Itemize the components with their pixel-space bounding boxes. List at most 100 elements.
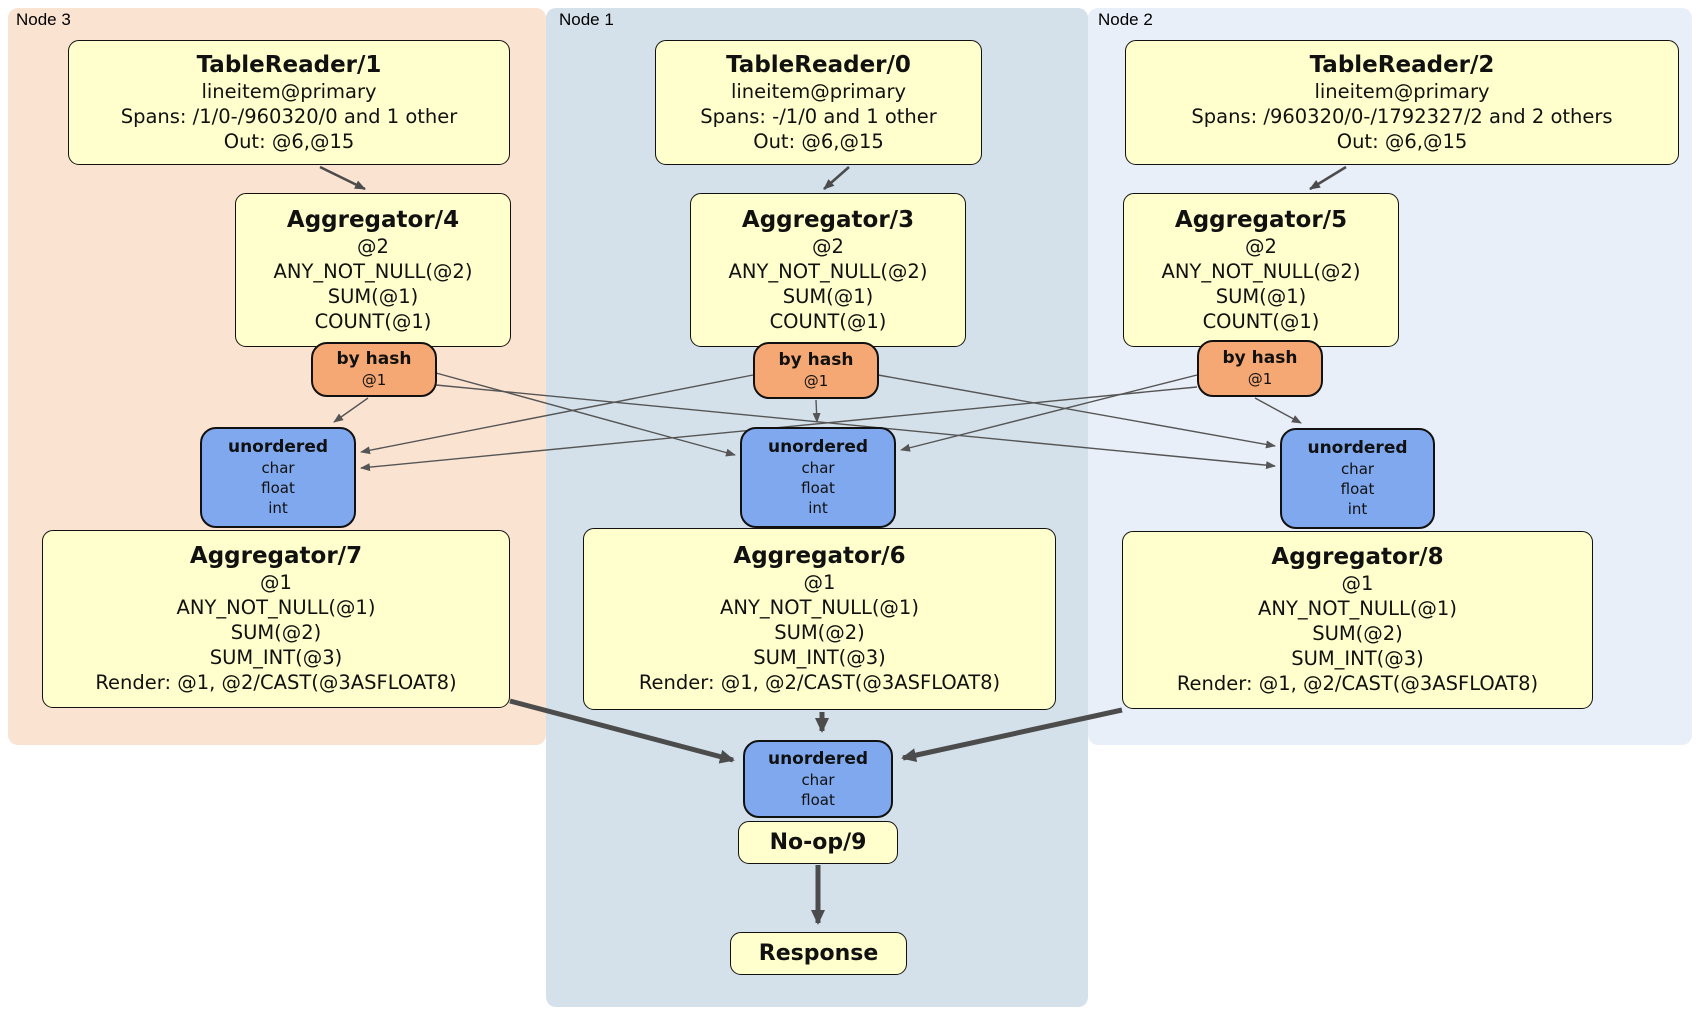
sync-line: int: [268, 499, 288, 517]
sync-title: unordered: [767, 748, 869, 769]
box-line: SUM(@2): [230, 621, 322, 644]
tablereader-1-box: TableReader/1 lineitem@primary Spans: /1…: [68, 40, 510, 165]
box-title: Aggregator/3: [741, 206, 915, 233]
aggregator-5-box: Aggregator/5 @2 ANY_NOT_NULL(@2) SUM(@1)…: [1123, 193, 1399, 347]
noop-9-box: No-op/9: [738, 821, 898, 864]
box-title: Aggregator/8: [1271, 544, 1444, 570]
box-line: @2: [357, 234, 389, 258]
box-title: Aggregator/7: [189, 543, 363, 569]
box-line: ANY_NOT_NULL(@2): [728, 259, 928, 283]
sync-line: char: [1340, 460, 1375, 478]
sync-line: int: [1347, 500, 1368, 518]
box-line: @1: [1341, 572, 1374, 595]
edge-bh2-u2: [1254, 397, 1302, 424]
sync-line: float: [801, 479, 835, 497]
sync-line: float: [261, 479, 295, 497]
unordered-sync-final: unordered char float: [743, 740, 893, 818]
box-line: SUM(@1): [327, 284, 419, 308]
router-line: @1: [803, 372, 829, 390]
sync-line: float: [1340, 480, 1375, 498]
router-line: @1: [361, 371, 387, 389]
box-line: @2: [812, 234, 844, 258]
box-line: lineitem@primary: [201, 79, 377, 103]
edge-tr1-agg4: [319, 165, 366, 191]
box-title: No-op/9: [769, 829, 867, 855]
box-line: Out: @6,@15: [753, 129, 884, 153]
box-title: Response: [758, 940, 879, 966]
tablereader-0-box: TableReader/0 lineitem@primary Spans: -/…: [655, 40, 982, 165]
box-line: SUM(@2): [774, 621, 865, 644]
box-line: ANY_NOT_NULL(@1): [176, 596, 376, 619]
box-line: SUM_INT(@3): [753, 646, 886, 669]
router-title: by hash: [778, 350, 854, 370]
node1-label: Node 1: [559, 10, 614, 29]
box-line: lineitem@primary: [730, 79, 907, 103]
edge-agg7-ufinal: [509, 698, 735, 764]
unordered-sync-node2: unordered char float int: [1280, 428, 1435, 529]
box-line: ANY_NOT_NULL(@2): [1161, 259, 1361, 283]
sync-line: int: [808, 499, 828, 517]
box-line: SUM_INT(@3): [1291, 647, 1424, 670]
box-line: COUNT(@1): [314, 309, 432, 333]
box-line: SUM(@1): [782, 284, 874, 308]
box-line: @2: [1245, 234, 1277, 258]
edge-bh2-u1: [900, 374, 1198, 452]
box-line: Render: @1, @2/CAST(@3ASFLOAT8): [1176, 672, 1539, 695]
box-line: ANY_NOT_NULL(@2): [273, 259, 473, 283]
edge-bh1-u2: [877, 374, 1276, 449]
box-line: SUM_INT(@3): [209, 646, 343, 669]
box-line: ANY_NOT_NULL(@1): [720, 596, 919, 619]
unordered-sync-node1: unordered char float int: [740, 427, 896, 528]
edge-tr2-agg5: [1309, 165, 1347, 191]
edge-bh1-u1: [812, 399, 821, 423]
box-title: TableReader/1: [196, 51, 382, 78]
box-line: Spans: /960320/0-/1792327/2 and 2 others: [1191, 104, 1613, 128]
sync-line: char: [801, 459, 835, 477]
sync-title: unordered: [767, 437, 869, 457]
router-title: by hash: [336, 349, 412, 369]
tablereader-2-box: TableReader/2 lineitem@primary Spans: /9…: [1125, 40, 1679, 165]
box-line: SUM(@1): [1215, 284, 1307, 308]
sync-line: float: [801, 790, 835, 809]
box-line: ANY_NOT_NULL(@1): [1258, 597, 1457, 620]
edge-bh3-u1: [435, 372, 736, 457]
edge-agg8-ufinal: [901, 707, 1123, 763]
box-title: TableReader/0: [726, 51, 911, 78]
sync-line: char: [261, 459, 295, 477]
edge-bh1-u3: [360, 374, 754, 455]
edge-bh3-u3: [333, 397, 369, 423]
box-line: Render: @1, @2/CAST(@3ASFLOAT8): [638, 671, 1001, 694]
box-line: COUNT(@1): [1202, 309, 1320, 333]
unordered-sync-node3: unordered char float int: [200, 427, 356, 528]
box-title: Aggregator/5: [1174, 206, 1348, 233]
box-line: Render: @1, @2/CAST(@3ASFLOAT8): [95, 671, 457, 694]
box-line: Spans: -/1/0 and 1 other: [700, 104, 937, 128]
hash-router-node2: by hash @1: [1197, 340, 1323, 397]
node3-label: Node 3: [16, 10, 71, 29]
box-title: Aggregator/4: [286, 206, 460, 233]
box-line: Out: @6,@15: [1336, 129, 1468, 153]
node2-label: Node 2: [1098, 10, 1153, 29]
hash-router-node3: by hash @1: [311, 342, 437, 397]
sync-title: unordered: [227, 437, 329, 457]
box-line: Out: @6,@15: [223, 129, 355, 153]
sync-title: unordered: [1307, 438, 1408, 458]
aggregator-8-box: Aggregator/8 @1 ANY_NOT_NULL(@1) SUM(@2)…: [1122, 531, 1593, 709]
box-line: lineitem@primary: [1314, 79, 1490, 103]
aggregator-3-box: Aggregator/3 @2 ANY_NOT_NULL(@2) SUM(@1)…: [690, 193, 966, 347]
edge-bh3-u2: [435, 384, 1276, 470]
aggregator-6-box: Aggregator/6 @1 ANY_NOT_NULL(@1) SUM(@2)…: [583, 528, 1056, 710]
sync-line: char: [801, 770, 835, 789]
box-line: @1: [260, 571, 292, 594]
box-title: Aggregator/6: [733, 543, 906, 569]
edge-tr0-agg3: [823, 166, 850, 190]
box-line: Spans: /1/0-/960320/0 and 1 other: [120, 104, 458, 128]
box-line: COUNT(@1): [769, 309, 887, 333]
aggregator-4-box: Aggregator/4 @2 ANY_NOT_NULL(@2) SUM(@1)…: [235, 193, 511, 347]
router-title: by hash: [1222, 348, 1298, 368]
box-line: SUM(@2): [1312, 622, 1403, 645]
box-title: TableReader/2: [1309, 51, 1495, 78]
box-line: @1: [803, 571, 836, 594]
